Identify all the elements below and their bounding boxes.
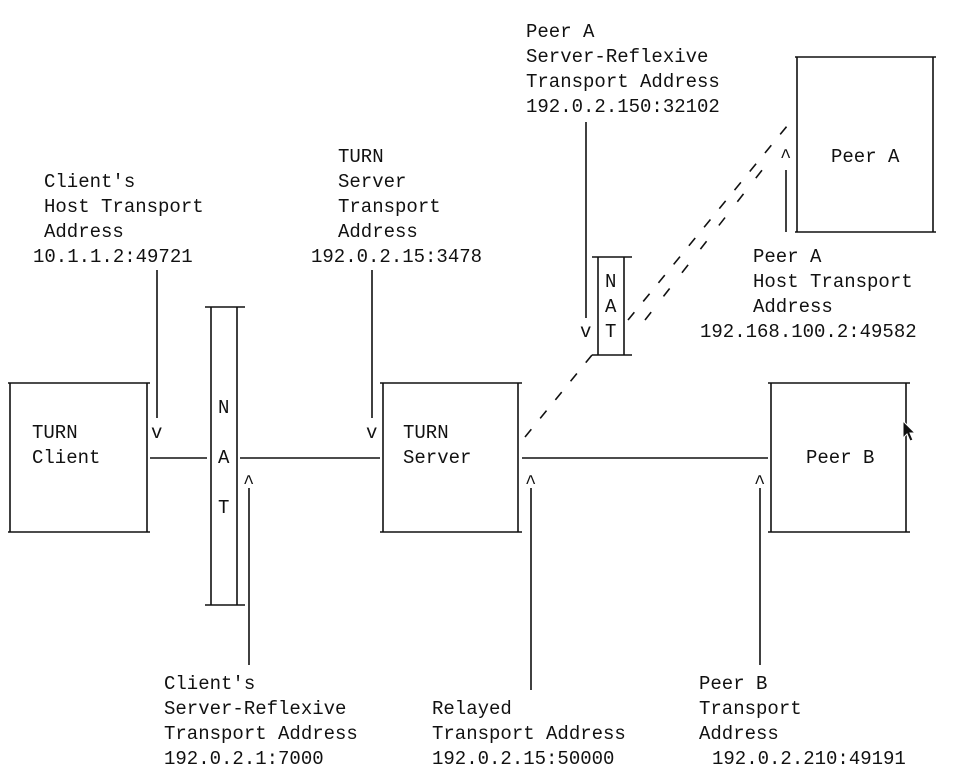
arrow-down-icon: v bbox=[580, 321, 592, 343]
label-line: Relayed bbox=[432, 698, 512, 720]
mouse-cursor-icon bbox=[902, 420, 917, 442]
label-line: Host Transport bbox=[753, 271, 913, 293]
label-line: Address bbox=[753, 296, 833, 318]
label-line: Peer A bbox=[753, 246, 822, 268]
label-line: 192.0.2.15:50000 bbox=[432, 748, 615, 770]
turn-server-label-line2: Server bbox=[403, 447, 472, 469]
arrow-up-icon: ^ bbox=[754, 472, 766, 494]
label-line: Address bbox=[44, 221, 124, 243]
turn-client-label-line1: TURN bbox=[32, 422, 78, 444]
arrow-up-icon: ^ bbox=[243, 472, 255, 494]
arrow-up-icon: ^ bbox=[525, 472, 537, 494]
label-line: 10.1.1.2:49721 bbox=[33, 246, 193, 268]
client-nat-letter: A bbox=[218, 447, 230, 469]
label-line: Server bbox=[338, 171, 407, 193]
label-line: Client's bbox=[44, 171, 136, 193]
peer-a-label: Peer A bbox=[831, 146, 900, 168]
turn-client-label-line2: Client bbox=[32, 447, 101, 469]
label-line: Server-Reflexive bbox=[526, 46, 709, 68]
label-line: Transport bbox=[699, 698, 802, 720]
peer-a-nat-letter: T bbox=[605, 321, 617, 343]
label-line: Transport Address bbox=[432, 723, 626, 745]
label-line: Address bbox=[699, 723, 779, 745]
label-line: Transport Address bbox=[526, 71, 720, 93]
label-line: 192.0.2.150:32102 bbox=[526, 96, 720, 118]
client-nat-letter: N bbox=[218, 397, 230, 419]
label-line: TURN bbox=[338, 146, 384, 168]
label-line: 192.0.2.1:7000 bbox=[164, 748, 324, 770]
peer-a-nat-letter: A bbox=[605, 296, 617, 318]
arrow-up-icon: ^ bbox=[780, 146, 792, 168]
peer-b-label: Peer B bbox=[806, 447, 875, 469]
label-line: 192.168.100.2:49582 bbox=[700, 321, 917, 343]
label-line: Peer B bbox=[699, 673, 768, 695]
label-line: Peer A bbox=[526, 21, 595, 43]
label-line: Server-Reflexive bbox=[164, 698, 347, 720]
label-line: 192.0.2.15:3478 bbox=[311, 246, 483, 268]
label-line: Transport Address bbox=[164, 723, 358, 745]
label-line: 192.0.2.210:49191 bbox=[712, 748, 906, 770]
client-nat-letter: T bbox=[218, 497, 230, 519]
label-line: Address bbox=[338, 221, 418, 243]
label-line: Host Transport bbox=[44, 196, 204, 218]
arrow-down-icon: v bbox=[366, 422, 378, 444]
arrow-down-icon: v bbox=[151, 422, 163, 444]
peer-a-nat-letter: N bbox=[605, 271, 617, 293]
label-line: Transport bbox=[338, 196, 441, 218]
label-line: Client's bbox=[164, 673, 256, 695]
turn-server-label-line1: TURN bbox=[403, 422, 449, 444]
